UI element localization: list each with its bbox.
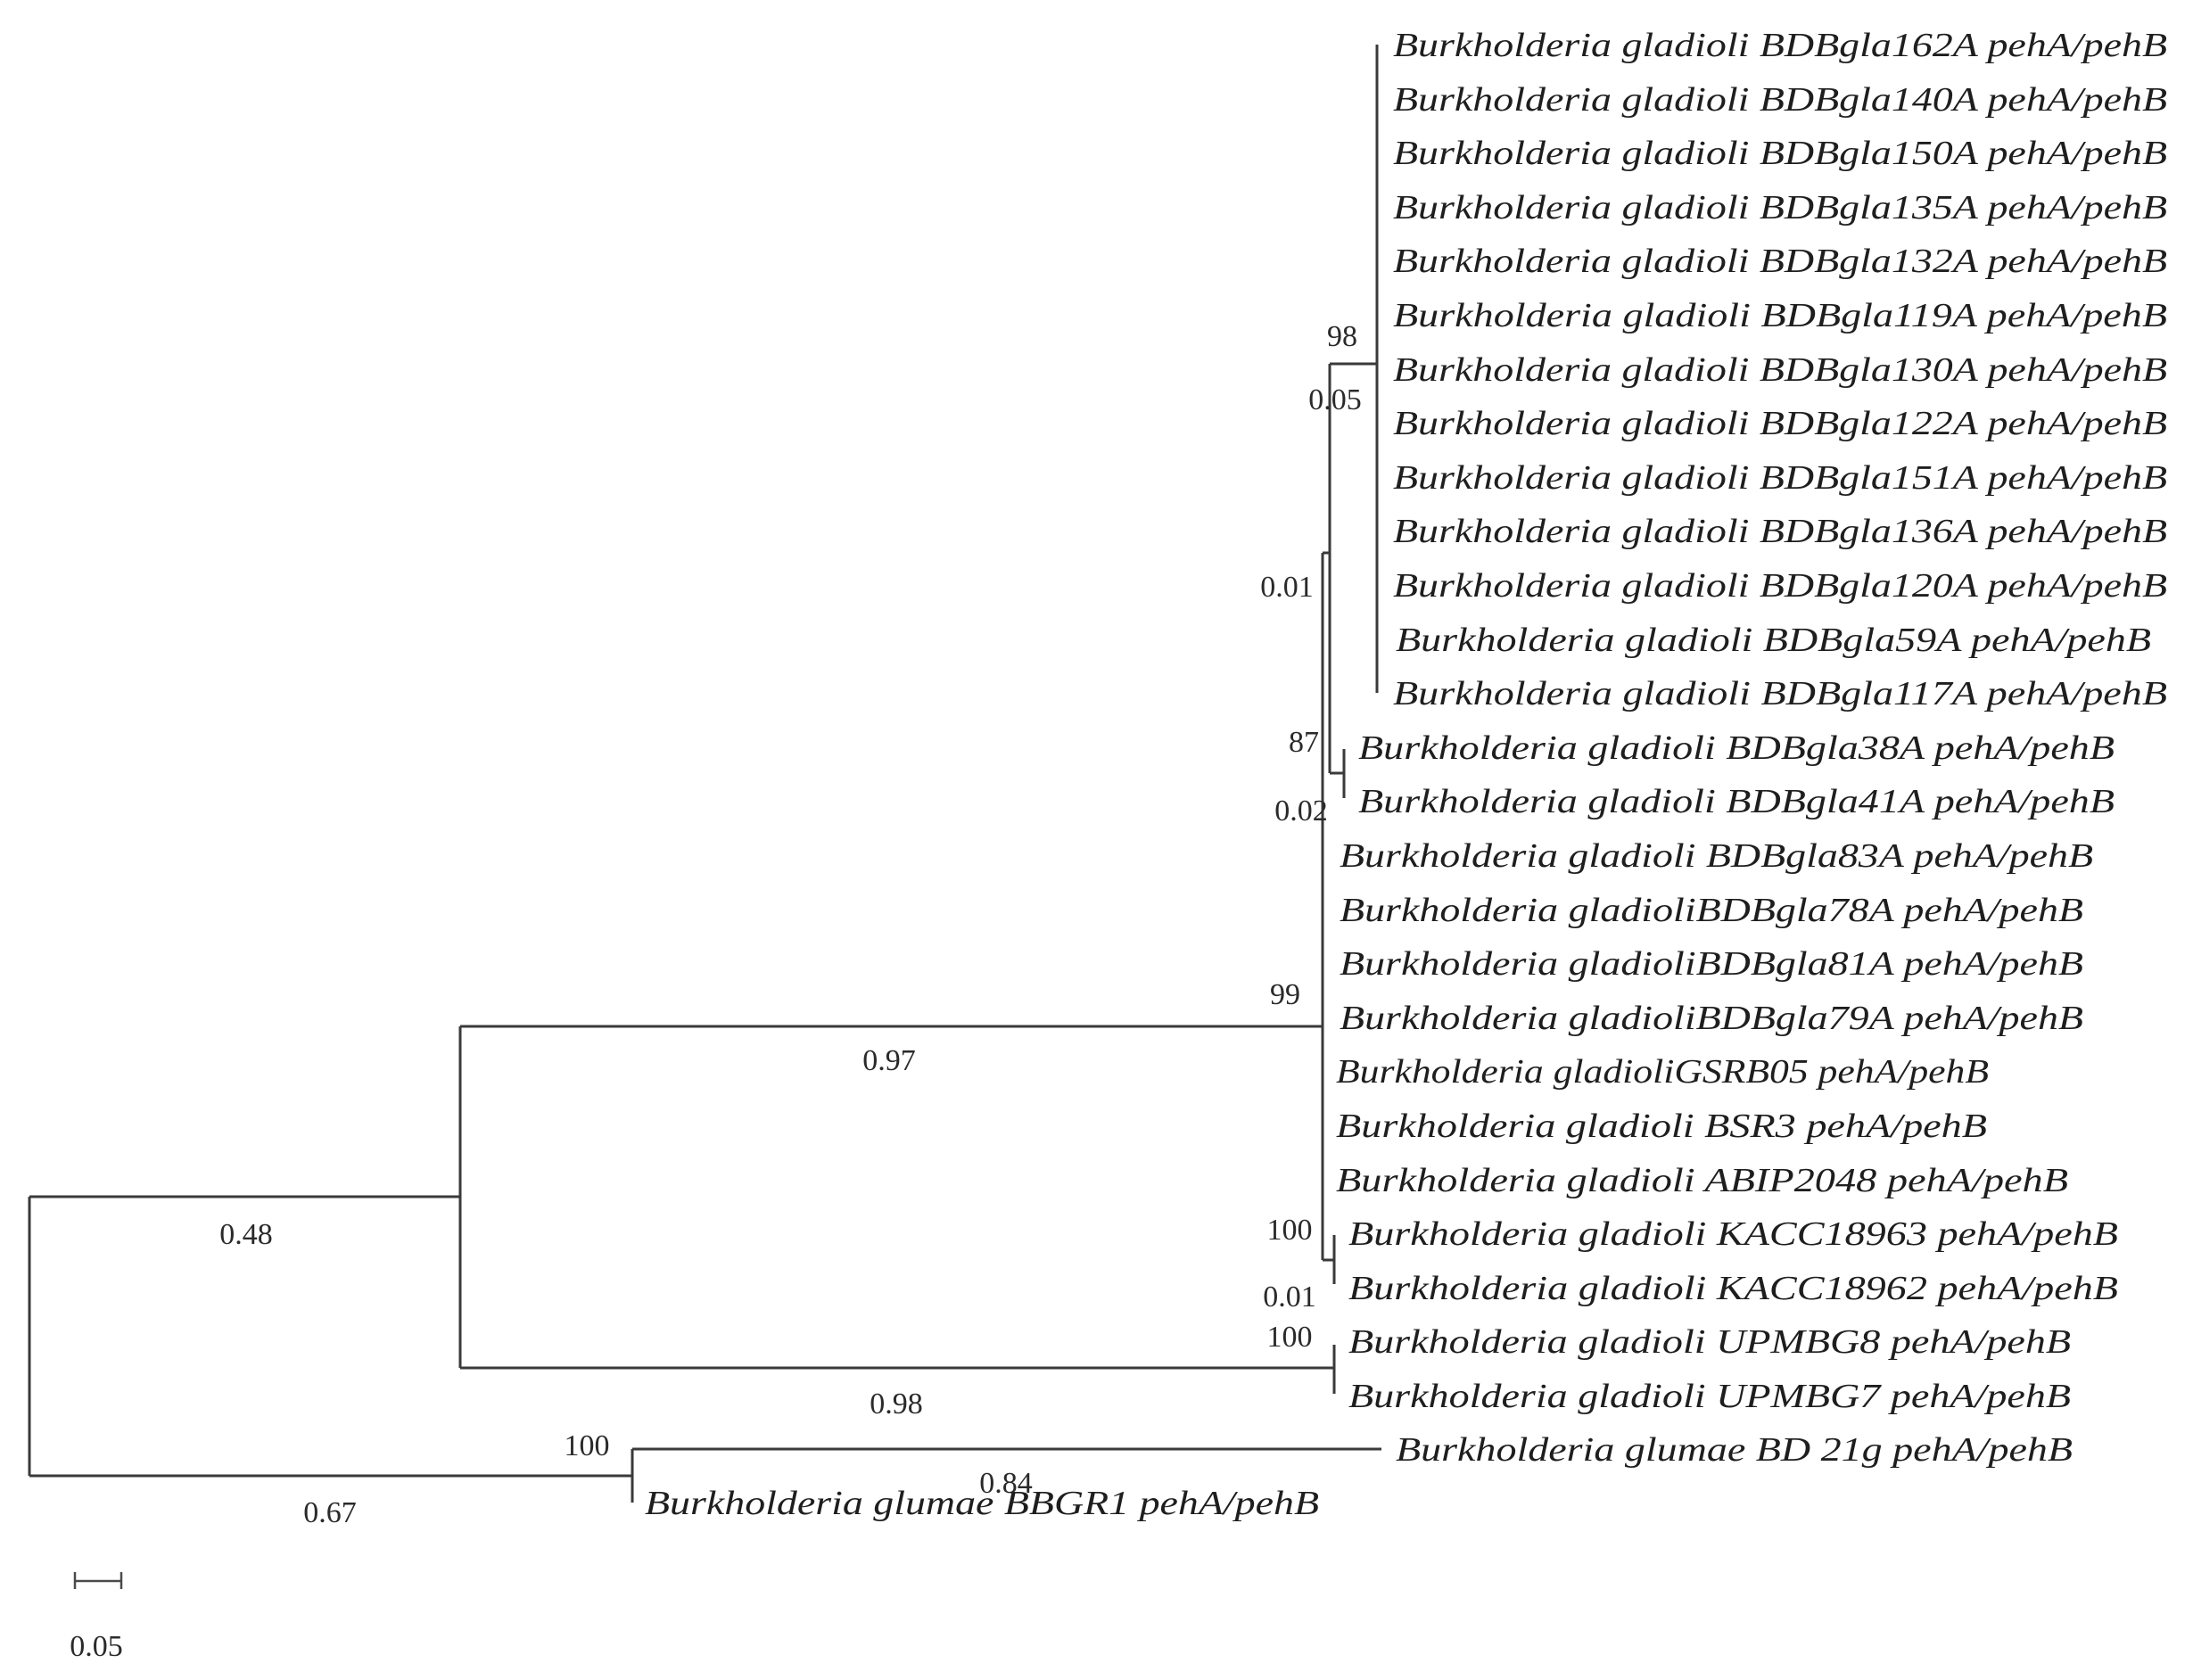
taxon-label: Burkholderia gladioli BDBgla83A pehA/peh… [1340, 837, 2093, 875]
tree-branches [28, 45, 1381, 1503]
branch-length-value: 0.05 [1308, 383, 1362, 416]
taxon-label: Burkholderia gladioli KACC18963 pehA/peh… [1348, 1215, 2118, 1253]
branch-length-value: 0.02 [1274, 795, 1328, 828]
taxon-label: Burkholderia gladioli BDBgla132A pehA/pe… [1393, 243, 2167, 280]
taxon-labels: Burkholderia gladioli BDBgla162A pehA/pe… [645, 27, 2167, 1522]
taxon-label: Burkholderia gladioli BDBgla120A pehA/pe… [1393, 567, 2167, 605]
bootstrap-value: 98 [1327, 320, 1357, 353]
branch-length-value: 0.67 [303, 1496, 357, 1529]
taxon-label: Burkholderia gladioli ABIP2048 pehA/pehB [1336, 1162, 2068, 1199]
taxon-label: Burkholderia gladioliBDBgla78A pehA/pehB [1340, 892, 2083, 929]
taxon-label: Burkholderia gladioliBDBgla79A pehA/pehB [1340, 1000, 2083, 1037]
taxon-label: Burkholderia gladioli BDBgla136A pehA/pe… [1393, 513, 2167, 550]
branch-length-value: 0.01 [1263, 1281, 1316, 1314]
node-labels: 98 0.05 0.01 87 0.02 99 0.97 100 0.01 100 0.48 0.98… [219, 320, 1362, 1529]
taxon-label: Burkholderia gladioliBDBgla81A pehA/pehB [1340, 945, 2083, 983]
taxon-label: Burkholderia gladioli BDBgla135A pehA/pe… [1393, 189, 2167, 226]
taxon-label: Burkholderia gladioliGSRB05 pehA/pehB [1336, 1053, 1989, 1091]
scale-bar-label: 0.05 [70, 1630, 123, 1663]
taxon-label: Burkholderia gladioli BDBgla150A pehA/pe… [1393, 135, 2167, 172]
branch-length-value: 0.48 [219, 1218, 273, 1251]
branch-length-value: 0.84 [979, 1467, 1033, 1500]
taxon-label: Burkholderia gladioli BDBgla119A pehA/pe… [1393, 297, 2167, 334]
taxon-label: Burkholderia gladioli BDBgla59A pehA/peh… [1396, 622, 2151, 659]
scale-bar: 0.05 [70, 1572, 123, 1663]
taxon-label: Burkholderia gladioli UPMBG7 pehA/pehB [1348, 1378, 2071, 1415]
bootstrap-value: 99 [1270, 978, 1300, 1011]
bootstrap-value: 87 [1289, 726, 1319, 759]
taxon-label: Burkholderia gladioli BDBgla41A pehA/peh… [1358, 783, 2115, 820]
bootstrap-value: 100 [565, 1429, 610, 1462]
branch-length-value: 0.01 [1260, 571, 1314, 604]
taxon-label: Burkholderia gladioli BDBgla162A pehA/pe… [1393, 27, 2167, 64]
bootstrap-value: 100 [1267, 1321, 1313, 1354]
branch-length-value: 0.98 [870, 1388, 923, 1421]
taxon-label: Burkholderia gladioli KACC18962 pehA/peh… [1348, 1270, 2118, 1307]
taxon-label: Burkholderia gladioli BDBgla117A pehA/pe… [1393, 675, 2167, 712]
taxon-label: Burkholderia gladioli BDBgla122A pehA/pe… [1393, 405, 2167, 442]
branch-length-value: 0.97 [862, 1044, 916, 1077]
taxon-label: Burkholderia gladioli BDBgla140A pehA/pe… [1393, 81, 2167, 119]
taxon-label: Burkholderia gladioli BDBgla38A pehA/peh… [1358, 729, 2115, 767]
taxon-label: Burkholderia gladioli BSR3 pehA/pehB [1336, 1108, 1987, 1145]
taxon-label: Burkholderia gladioli BDBgla130A pehA/pe… [1393, 351, 2167, 389]
taxon-label: Burkholderia gladioli BDBgla151A pehA/pe… [1393, 459, 2167, 497]
taxon-label: Burkholderia glumae BBGR1 pehA/pehB [645, 1485, 1319, 1522]
taxon-label: Burkholderia gladioli UPMBG8 pehA/pehB [1348, 1323, 2071, 1361]
bootstrap-value: 100 [1267, 1214, 1313, 1247]
taxon-label: Burkholderia glumae BD 21g pehA/pehB [1396, 1431, 2073, 1469]
